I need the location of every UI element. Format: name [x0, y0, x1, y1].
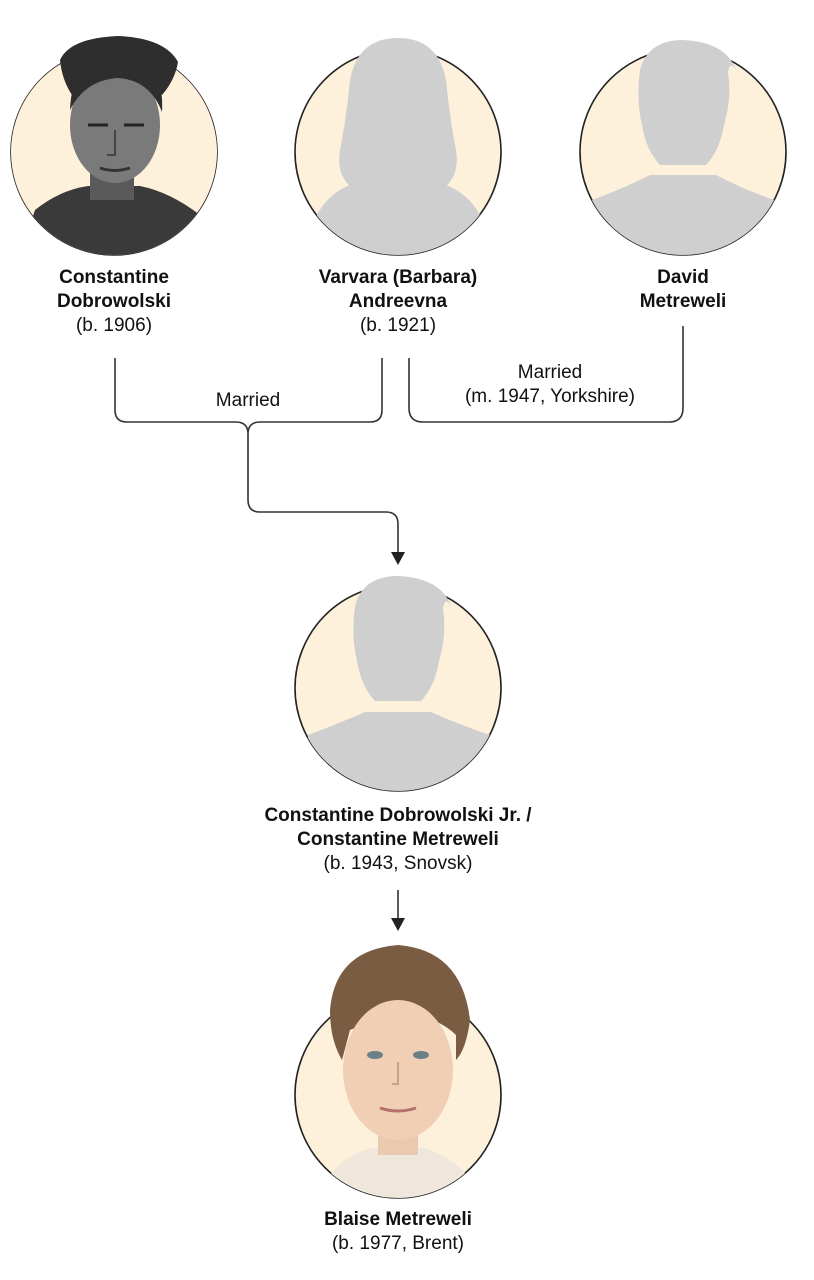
female-photo-portrait-icon — [294, 945, 502, 1199]
person-name: David — [657, 267, 709, 288]
child-arrowhead — [391, 918, 405, 931]
person-name: Constantine Dobrowolski Jr. / — [264, 805, 532, 826]
person-label-varvara: Varvara (Barbara) Andreevna (b. 1921) — [278, 266, 518, 338]
person-name: Constantine Metreweli — [297, 829, 499, 850]
male-photo-portrait-icon — [10, 36, 218, 256]
descent-connector — [247, 434, 399, 556]
person-name: Constantine — [59, 267, 169, 288]
person-label-david: David Metreweli — [583, 266, 783, 314]
marriage-text: Married — [215, 390, 281, 411]
person-birth: (b. 1977, Brent) — [331, 1233, 465, 1254]
person-label-constantine-sr: Constantine Dobrowolski (b. 1906) — [14, 266, 214, 338]
person-birth: (b. 1943, Snovsk) — [323, 853, 473, 874]
person-label-blaise: Blaise Metreweli (b. 1977, Brent) — [278, 1208, 518, 1256]
person-name: Andreevna — [348, 291, 448, 312]
marriage-connector-right — [408, 326, 684, 423]
marriage-text: Married — [517, 362, 583, 383]
person-name: Varvara (Barbara) — [318, 267, 478, 288]
descent-arrowhead — [391, 552, 405, 565]
person-birth: (b. 1921) — [359, 315, 437, 336]
person-name: Blaise Metreweli — [324, 1209, 472, 1230]
marriage-label-1: Married — [148, 389, 348, 413]
person-birth: (b. 1906) — [75, 315, 153, 336]
male-silhouette-icon — [294, 576, 502, 792]
female-silhouette-icon — [294, 38, 502, 256]
marriage-detail: (m. 1947, Yorkshire) — [464, 386, 636, 407]
person-name: Metreweli — [639, 291, 727, 312]
male-silhouette-icon — [579, 40, 787, 256]
person-name: Dobrowolski — [56, 291, 171, 312]
marriage-label-2: Married (m. 1947, Yorkshire) — [430, 361, 670, 409]
person-label-constantine-jr: Constantine Dobrowolski Jr. / Constantin… — [218, 804, 578, 876]
